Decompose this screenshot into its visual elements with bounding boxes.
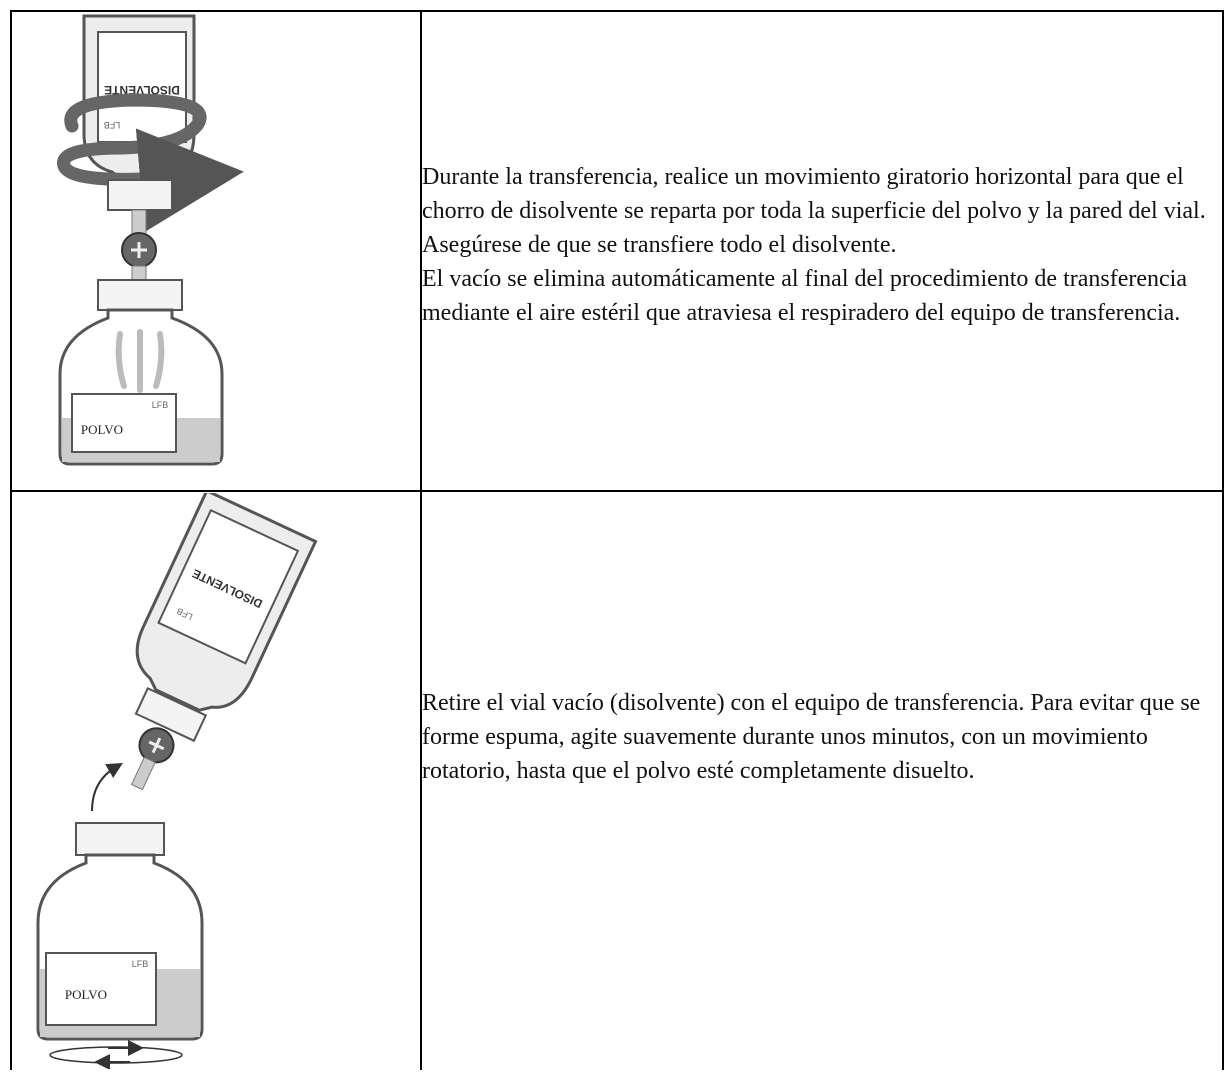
powder-label: POLVO [81,422,123,437]
solvent-label: DISOLVENTE [104,83,180,97]
solvent-vial-tilted: DISOLVENTE LFB [130,493,318,791]
instruction-paragraph: Retire el vial vacío (disolvente) con el… [422,690,1201,784]
powder-vial: POLVO LFB [36,822,204,1041]
powder-label: POLVO [65,987,107,1002]
instruction-paragraph: Durante la transferencia, realice un mov… [422,164,1206,258]
remove-vial-illustration: DISOLVENTE LFB POLVO LFB [36,493,318,1069]
instruction-text-cell: Retire el vial vacío (disolvente) con el… [420,446,1224,1026]
figure-cell: DISOLVENTE LFB POLVO LFB [10,490,422,1070]
solvent-brand-mark: LFB [104,120,121,130]
lift-arrow-icon [91,762,123,812]
figure-cell: DISOLVENTE LFB [10,10,422,492]
transfer-swirl-illustration: DISOLVENTE LFB [57,14,244,466]
powder-brand-mark: LFB [152,400,169,410]
instruction-row: DISOLVENTE LFB [10,4,1224,492]
swirl-arrow-icon [57,93,244,233]
rotation-arrows-icon [49,1040,183,1069]
instruction-row: DISOLVENTE LFB POLVO LFB [10,446,1224,1070]
instruction-paragraph: El vacío se elimina automáticamente al f… [422,266,1187,326]
powder-vial: POLVO LFB [58,279,224,466]
powder-brand-mark: LFB [132,959,149,969]
transfer-device [107,179,173,281]
instruction-text-cell: Durante la transferencia, realice un mov… [420,4,1224,486]
instructions-table: DISOLVENTE LFB [10,4,1224,1070]
